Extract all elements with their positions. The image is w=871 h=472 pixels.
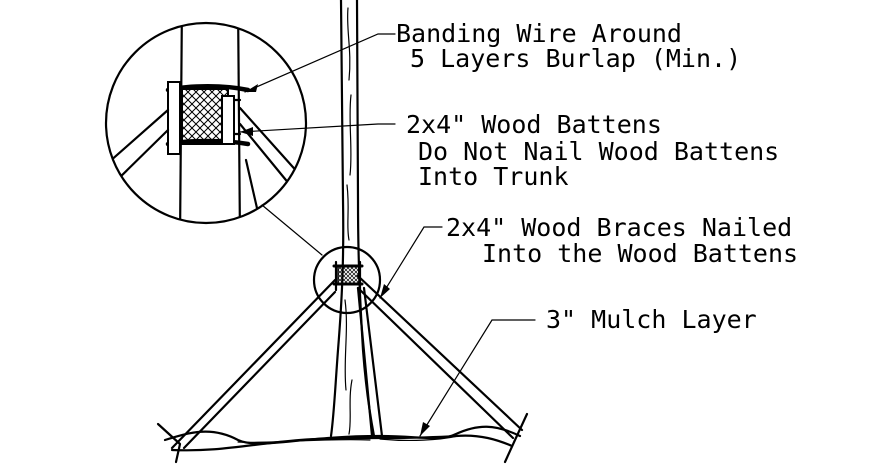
leader-wood-battens [239,123,396,136]
mulch-layer-label: 3" Mulch Layer [546,305,757,334]
wood-brace-left [156,278,337,464]
wood-braces-label-line2: Into the Wood Battens [482,239,798,268]
wood-battens-label-line3: Into Trunk [418,162,569,191]
leader-mulch [419,319,536,437]
trunk-burlap-wrap [332,260,364,292]
leader-wood-braces [379,226,443,299]
leader-banding-wire [244,33,396,93]
detail-connector-line [261,204,323,256]
wood-battens-label-line2: Do Not Nail Wood Battens [418,137,779,166]
wood-brace-center [356,286,384,438]
wood-battens-label-line1: 2x4" Wood Battens [406,110,662,139]
enlarged-detail [106,23,302,223]
banding-wire-label-line2: 5 Layers Burlap (Min.) [410,44,741,73]
detail-callout-circle-small [312,245,382,315]
wood-braces-label-line1: 2x4" Wood Braces Nailed [446,213,792,242]
ground-mulch-layer [163,425,522,452]
detail-callout-circle-large [104,21,308,225]
wood-brace-right [356,274,529,464]
banding-wire-label-line1: Banding Wire Around [396,19,682,48]
tree-trunk [329,0,376,438]
